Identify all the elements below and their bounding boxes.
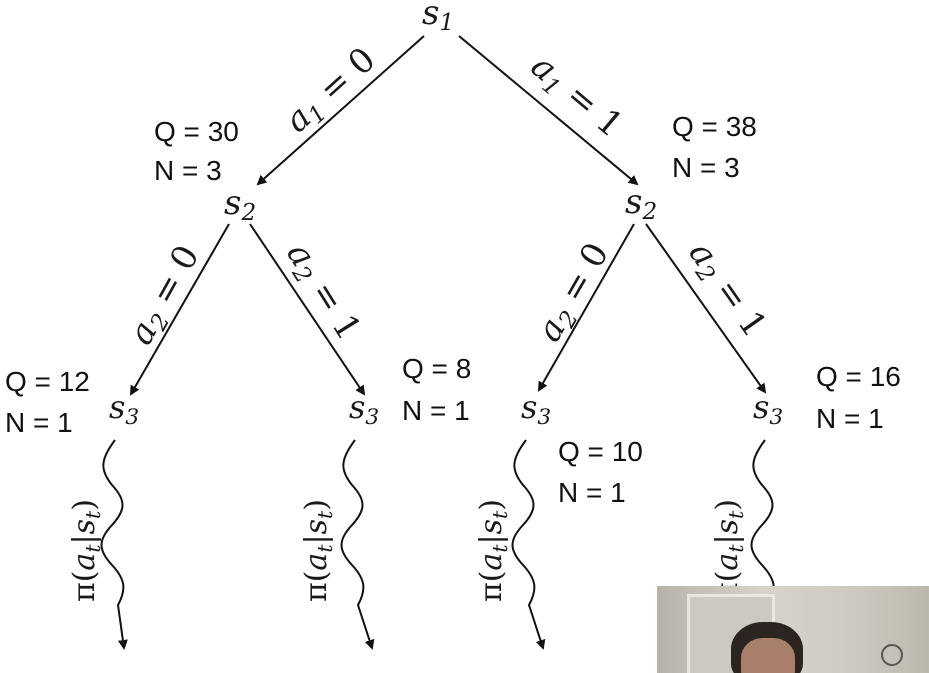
node-s3-lr: s3: [349, 388, 379, 430]
node-s1: s1: [422, 0, 454, 36]
node-s3-ll: s3: [109, 388, 139, 430]
edge-left-ll: [130, 223, 230, 396]
edge-root-right: [458, 35, 639, 186]
node-s2-left: s2: [224, 183, 256, 226]
stat-rr-q: Q = 16: [816, 361, 901, 392]
rollout-label-rl: π(at|st): [474, 499, 512, 602]
rollout-arrow-rr: [750, 439, 779, 602]
svg-text:π(at|st): π(at|st): [299, 499, 337, 602]
webcam-overlay: [657, 586, 929, 673]
rollout-label-lr: π(at|st): [299, 499, 337, 602]
stat-ll-q: Q = 12: [5, 366, 90, 397]
rollout-arrow-ll: [100, 439, 128, 650]
edge-root-left: [256, 35, 425, 186]
stat-lr-q: Q = 8: [402, 353, 471, 384]
edge-right-rl: [538, 223, 635, 392]
svg-text:π(at|st): π(at|st): [474, 499, 512, 602]
webcam-lamp: [881, 644, 903, 666]
stat-rl-n: N = 1: [558, 477, 626, 508]
svg-text:π(at|st): π(at|st): [710, 499, 748, 602]
rollout-arrow-rl: [511, 439, 546, 650]
stat-right-n: N = 3: [672, 152, 740, 183]
edge-right-rr: [645, 223, 767, 394]
stat-left-n: N = 3: [154, 155, 222, 186]
stat-left-q: Q = 30: [154, 116, 239, 147]
stat-ll-n: N = 1: [5, 407, 73, 438]
stat-right-q: Q = 38: [672, 111, 757, 142]
rollout-label-ll: π(at|st): [67, 499, 105, 602]
node-s3-rr: s3: [753, 388, 783, 430]
svg-text:π(at|st): π(at|st): [67, 499, 105, 602]
edge-left-lr: [249, 223, 366, 396]
node-s3-rl: s3: [521, 388, 551, 430]
rollout-label-rr: π(at|st): [710, 499, 748, 602]
edge-label-a2-0-right: a2 = 0: [529, 236, 620, 350]
presenter-face: [741, 638, 795, 673]
stat-rl-q: Q = 10: [558, 436, 643, 467]
rollout-arrow-lr: [340, 439, 375, 650]
node-s2-right: s2: [625, 182, 657, 225]
stat-rr-n: N = 1: [816, 403, 884, 434]
stat-lr-n: N = 1: [402, 395, 470, 426]
edge-label-a1-0: a1 = 0: [277, 40, 385, 143]
